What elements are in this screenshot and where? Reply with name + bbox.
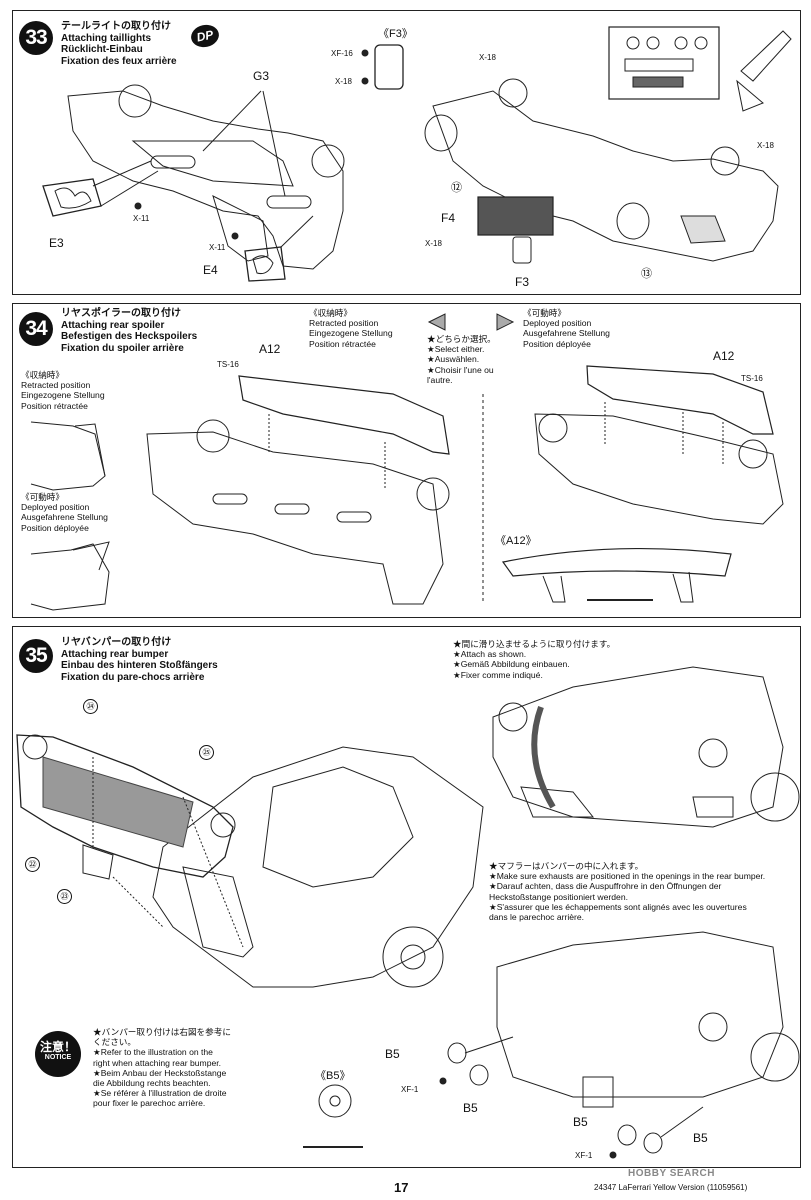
- b5-label: B5: [573, 1115, 588, 1129]
- title-en: Attaching rear bumper: [61, 648, 169, 660]
- x11-label: X-11: [133, 214, 150, 223]
- deployed-label-right: 《可動時》 Deployed position Ausgefahrene Ste…: [523, 308, 610, 349]
- title-en: Attaching rear spoiler: [61, 319, 165, 331]
- a12-label: A12: [259, 342, 281, 356]
- step-33-panel: 33 テールライトの取り付け Attaching taillights Rück…: [12, 10, 801, 295]
- title-fr: Fixation des feux arrière: [61, 55, 177, 67]
- step-title: テールライトの取り付け Attaching taillights Rücklic…: [61, 21, 177, 67]
- select-either-note: ★どちらか選択。 ★Select either. ★Auswählen. ★Ch…: [427, 334, 496, 385]
- page-number: 17: [394, 1180, 409, 1195]
- b5-label: B5: [463, 1101, 478, 1115]
- e4-label: E4: [203, 263, 218, 277]
- title-de: Einbau des hinteren Stoßfängers: [61, 660, 218, 671]
- title-en: Attaching taillights: [61, 32, 151, 44]
- notice-badge: 注意！ NOTICE: [35, 1031, 81, 1077]
- watermark: HOBBY SEARCH: [628, 1168, 715, 1179]
- x11-label: X-11: [209, 243, 226, 252]
- x18-label: X-18: [425, 239, 442, 248]
- g3-label: G3: [253, 69, 270, 83]
- x18-label: X-18: [479, 53, 496, 62]
- f3-bag-label: 《F3》: [378, 28, 413, 40]
- retracted-label-center: 《収納時》 Retracted position Eingezogene Ste…: [309, 308, 393, 349]
- e3-label: E3: [49, 236, 64, 250]
- model-line: 24347 LaFerrari Yellow Version (11059561…: [594, 1183, 748, 1192]
- step-number: 34: [19, 312, 53, 346]
- x18-label: X-18: [335, 77, 352, 86]
- xf16-label: XF-16: [331, 49, 353, 58]
- a12-detail-label: 《A12》: [495, 535, 537, 547]
- f4-label: F4: [441, 211, 456, 225]
- step-number: 33: [19, 21, 53, 55]
- title-jp: テールライトの取り付け: [61, 21, 171, 32]
- title-jp: リヤスポイラーの取り付け: [61, 308, 181, 319]
- ts16-label: TS-16: [741, 374, 763, 383]
- attach-as-shown-note: ★間に滑り込ませるように取り付けます。 ★Attach as shown. ★G…: [453, 639, 616, 680]
- title-de: Befestigen des Heckspoilers: [61, 331, 198, 342]
- step-35-panel: 35 リヤバンパーの取り付け Attaching rear bumper Ein…: [12, 626, 801, 1168]
- b5-label: B5: [385, 1047, 400, 1061]
- callout-12: ⑫: [451, 182, 462, 194]
- x18-label: X-18: [757, 141, 774, 150]
- bumper-illustration: [16, 666, 800, 1159]
- b5-label: B5: [693, 1131, 708, 1145]
- exhaust-note: ★マフラーはバンパーの中に入れます。 ★Make sure exhausts a…: [489, 861, 766, 923]
- title-de: Rücklicht-Einbau: [61, 44, 143, 55]
- title-fr: Fixation du pare-chocs arrière: [61, 671, 205, 683]
- deployed-label-left: 《可動時》 Deployed position Ausgefahrene Ste…: [21, 492, 108, 533]
- retracted-label-left: 《収納時》 Retracted position Eingezogene Ste…: [21, 370, 105, 411]
- callout-23: ㉓: [57, 889, 72, 904]
- callout-24: ㉔: [83, 699, 98, 714]
- step-34-panel: 34 リヤスポイラーの取り付け Attaching rear spoiler B…: [12, 303, 801, 618]
- title-jp: リヤバンパーの取り付け: [61, 637, 172, 648]
- step-title: リヤスポイラーの取り付け Attaching rear spoiler Befe…: [61, 308, 197, 354]
- step-number: 35: [19, 639, 53, 673]
- step-title: リヤバンパーの取り付け Attaching rear bumper Einbau…: [61, 637, 218, 683]
- title-fr: Fixation du spoiler arrière: [61, 342, 184, 354]
- callout-25: ㉕: [199, 745, 214, 760]
- callout-13: ⑬: [641, 268, 652, 280]
- spoiler-illustration: [30, 313, 784, 611]
- xf1-label: XF-1: [575, 1151, 593, 1160]
- xf1-label: XF-1: [401, 1085, 419, 1094]
- callout-22: ㉒: [25, 857, 40, 872]
- notice-note: ★バンパー取り付けは右図を参考に ください。 ★Refer to the ill…: [93, 1027, 231, 1109]
- a12-label: A12: [713, 349, 735, 363]
- b5-bag-label: 《B5》: [315, 1070, 351, 1082]
- taillight-illustration: [42, 26, 792, 282]
- ts16-label: TS-16: [217, 360, 239, 369]
- f3-label: F3: [515, 275, 530, 289]
